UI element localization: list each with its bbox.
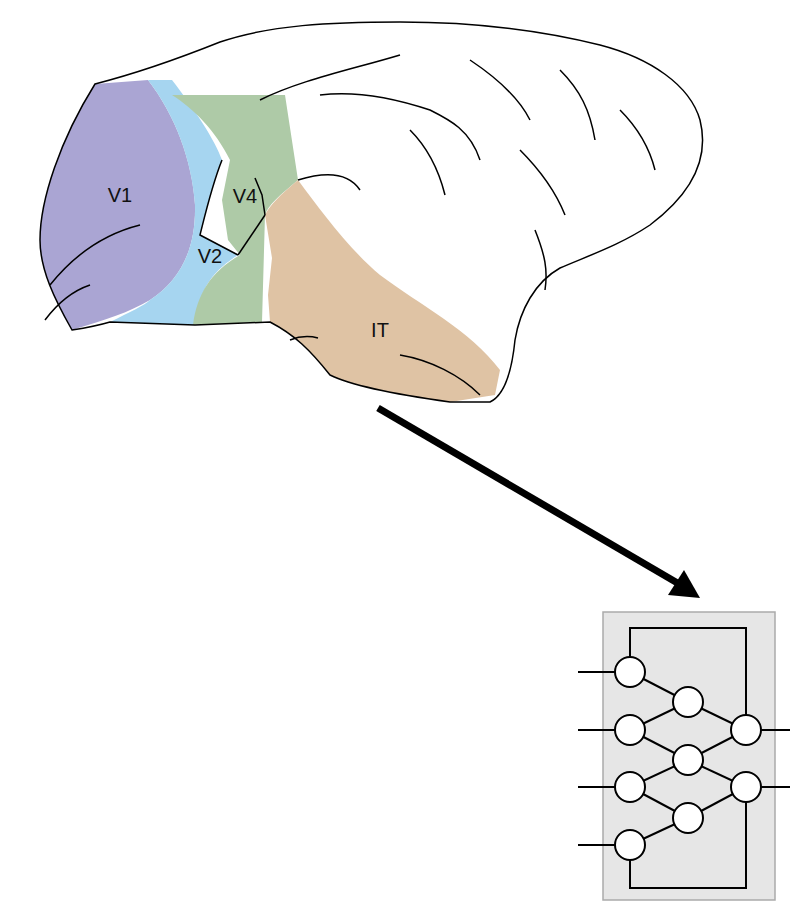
it-region	[265, 180, 500, 402]
pointer-arrowhead	[668, 570, 700, 598]
network-units	[615, 657, 761, 860]
area-label: V4	[233, 186, 257, 206]
sulcus-lines	[45, 55, 655, 395]
network-box	[603, 612, 775, 900]
area-label: V1	[108, 185, 132, 205]
area-label: IT	[371, 320, 389, 340]
pointer-arrow	[378, 408, 686, 588]
area-label: V2	[198, 246, 222, 266]
brain-outline	[40, 22, 703, 402]
network-wires	[578, 628, 790, 888]
